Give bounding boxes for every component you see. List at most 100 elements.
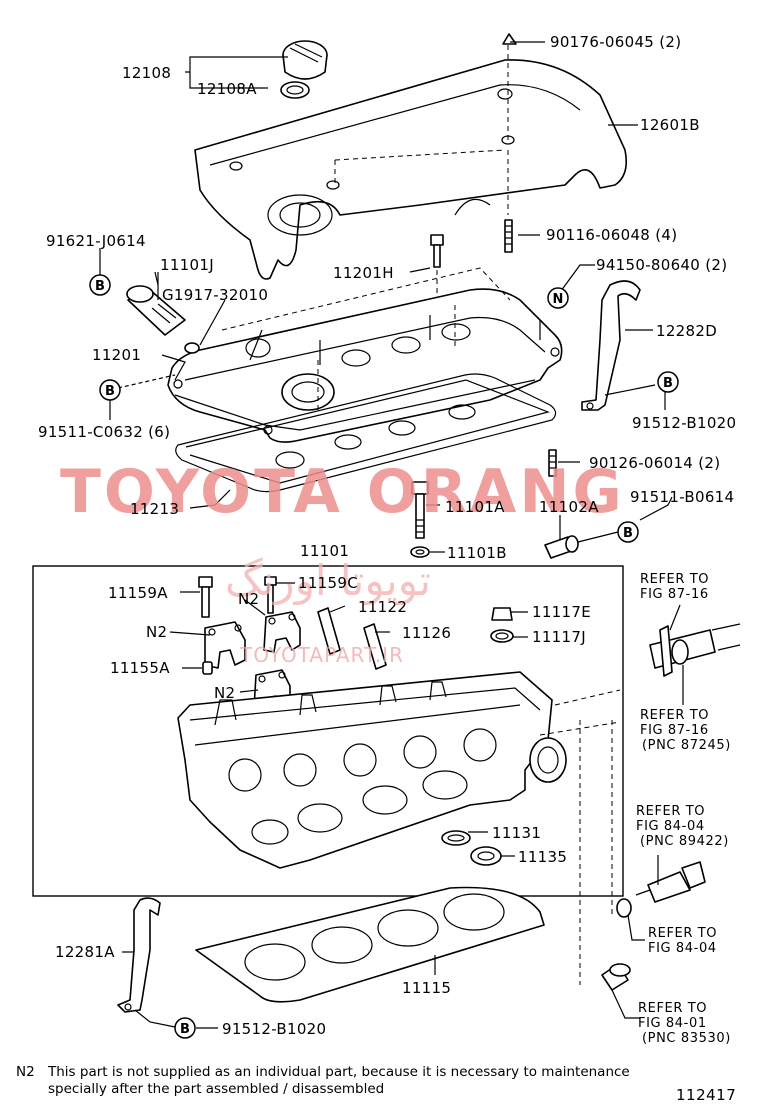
label-91511c: 91511-C0632 (6) — [38, 423, 170, 441]
svg-text:REFER TO: REFER TO — [636, 804, 705, 819]
svg-text:REFER TO: REFER TO — [638, 1001, 707, 1016]
reference-2: REFER TO FIG 87-16 (PNC 87245) — [640, 708, 731, 753]
label-11155a: 11155A — [110, 659, 170, 677]
label-12108a: 12108A — [197, 80, 257, 98]
svg-text:B: B — [663, 376, 673, 391]
gasket-small — [441, 830, 471, 846]
label-11117j: 11117J — [532, 628, 586, 646]
label-90176: 90176-06045 (2) — [550, 33, 681, 51]
svg-text:(PNC 87245): (PNC 87245) — [642, 738, 731, 753]
reference-5: REFER TO FIG 84-01 (PNC 83530) — [638, 1001, 731, 1046]
label-91511b: 91511-B0614 — [630, 488, 734, 506]
label-91512-bottom: 91512-B1020 — [222, 1020, 326, 1038]
sensor-gasket — [616, 898, 632, 918]
svg-text:B: B — [180, 1022, 190, 1037]
svg-text:REFER TO: REFER TO — [640, 708, 709, 723]
plug-gasket — [490, 629, 514, 643]
part-labels: 90176-06045 (2) 12108 12108A 12601B 9011… — [38, 33, 736, 1038]
figure-number: 112417 — [676, 1086, 736, 1104]
label-94150: 94150-80640 (2) — [596, 256, 727, 274]
label-11201h: 11201H — [333, 264, 394, 282]
assembly-frame — [32, 565, 624, 897]
label-12282d: 12282D — [656, 322, 717, 340]
svg-text:B: B — [95, 279, 105, 294]
o-ring — [184, 342, 200, 354]
label-11126: 11126 — [402, 624, 451, 642]
svg-text:B: B — [105, 384, 115, 399]
svg-text:N: N — [553, 292, 564, 307]
label-12108: 12108 — [122, 64, 171, 82]
cap-bolt-c — [264, 576, 277, 614]
oil-filler-cap — [282, 40, 328, 80]
svg-text:REFER TO: REFER TO — [640, 572, 709, 587]
reference-1: REFER TO FIG 87-16 — [640, 572, 709, 602]
oil-pressure-switch — [601, 963, 631, 991]
dowel-pin — [202, 661, 213, 675]
callout-b-hanger: B — [174, 1017, 196, 1039]
label-11115: 11115 — [402, 979, 451, 997]
cylinder-head-cover — [167, 288, 563, 443]
label-11159a: 11159A — [108, 584, 168, 602]
head-bolt-washer — [410, 546, 430, 558]
footnote-marker: N2 — [16, 1064, 35, 1080]
reference-4: REFER TO FIG 84-04 — [648, 926, 717, 956]
label-n2-low: N2 — [214, 684, 235, 702]
label-11135: 11135 — [518, 848, 567, 866]
cover-bolt — [430, 234, 444, 268]
label-n2-mid: N2 — [146, 623, 167, 641]
svg-text:FIG 87-16: FIG 87-16 — [640, 587, 709, 602]
stud-small — [548, 449, 557, 477]
watermark-site: TOYOTAPART.IR — [239, 643, 404, 667]
callout-b-valve: B — [89, 274, 111, 296]
label-12601b: 12601B — [640, 116, 700, 134]
leader-lines — [99, 41, 684, 1029]
footnote-line1: This part is not supplied as an individu… — [47, 1064, 630, 1080]
label-91512-top: 91512-B1020 — [632, 414, 736, 432]
reference-3: REFER TO FIG 84-04 (PNC 89422) — [636, 804, 729, 849]
bearing-cap-2 — [263, 611, 301, 653]
label-11101: 11101 — [300, 542, 349, 560]
label-n2-top: N2 — [238, 590, 259, 608]
oil-control-valve — [126, 285, 186, 336]
label-11101a: 11101A — [445, 498, 505, 516]
callout-b-bracket: B — [657, 371, 679, 393]
callout-n-stud: N — [547, 287, 569, 309]
head-bolt — [411, 481, 429, 539]
label-91621: 91621-J0614 — [46, 232, 146, 250]
oil-filler-gasket — [280, 81, 310, 99]
label-11201: 11201 — [92, 346, 141, 364]
label-g1917: G1917-32010 — [162, 286, 268, 304]
label-11122: 11122 — [358, 598, 407, 616]
bearing-cap-1 — [204, 621, 246, 669]
seal-ring — [470, 846, 502, 866]
svg-text:FIG 87-16: FIG 87-16 — [640, 723, 709, 738]
water-hose — [649, 623, 741, 677]
engine-hanger-front — [581, 280, 641, 411]
label-90116: 90116-06048 (4) — [546, 226, 677, 244]
head-cover-gasket — [175, 373, 557, 493]
callout-b-sensor: B — [617, 521, 639, 543]
footnote: N2 This part is not supplied as an indiv… — [16, 1064, 630, 1097]
svg-text:B: B — [623, 526, 633, 541]
screw-plug — [491, 607, 513, 621]
svg-text:FIG 84-04: FIG 84-04 — [636, 819, 705, 834]
svg-text:(PNC 89422): (PNC 89422) — [640, 834, 729, 849]
cylinder-head-gasket — [195, 886, 545, 1003]
callout-b-cover: B — [99, 379, 121, 401]
label-11101b: 11101B — [447, 544, 507, 562]
label-11213: 11213 — [130, 500, 179, 518]
svg-text:FIG 84-04: FIG 84-04 — [648, 941, 717, 956]
label-11131: 11131 — [492, 824, 541, 842]
label-11117e: 11117E — [532, 603, 591, 621]
svg-text:(PNC 83530): (PNC 83530) — [642, 1031, 731, 1046]
label-11101j: 11101J — [160, 256, 214, 274]
label-11159c: 11159C — [298, 574, 358, 592]
engine-cover — [194, 59, 628, 280]
label-12281a: 12281A — [55, 943, 115, 961]
svg-text:REFER TO: REFER TO — [648, 926, 717, 941]
svg-text:FIG 84-01: FIG 84-01 — [638, 1016, 707, 1031]
engine-hanger-rear — [117, 897, 161, 1013]
footnote-line2: specially after the part assembled / dis… — [48, 1081, 384, 1097]
